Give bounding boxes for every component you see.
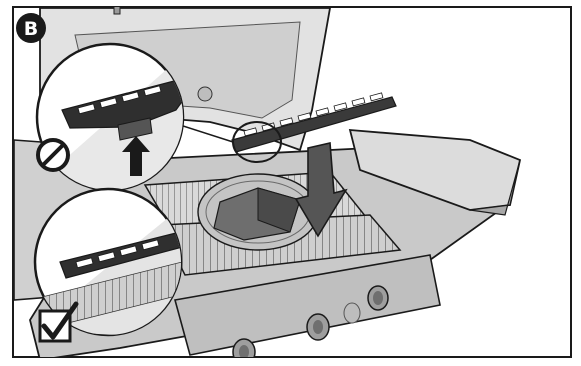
knob-1-center bbox=[373, 291, 383, 305]
step-badge: B bbox=[16, 13, 46, 43]
step-label: B bbox=[24, 18, 38, 40]
knob-2-center bbox=[313, 320, 323, 334]
knob-3-center bbox=[239, 345, 249, 359]
lid-vent bbox=[114, 0, 120, 14]
lid-thermometer bbox=[198, 87, 212, 101]
knob-ignitor bbox=[344, 303, 360, 323]
prohibited-icon bbox=[38, 140, 68, 170]
checkmark-icon bbox=[40, 304, 76, 341]
